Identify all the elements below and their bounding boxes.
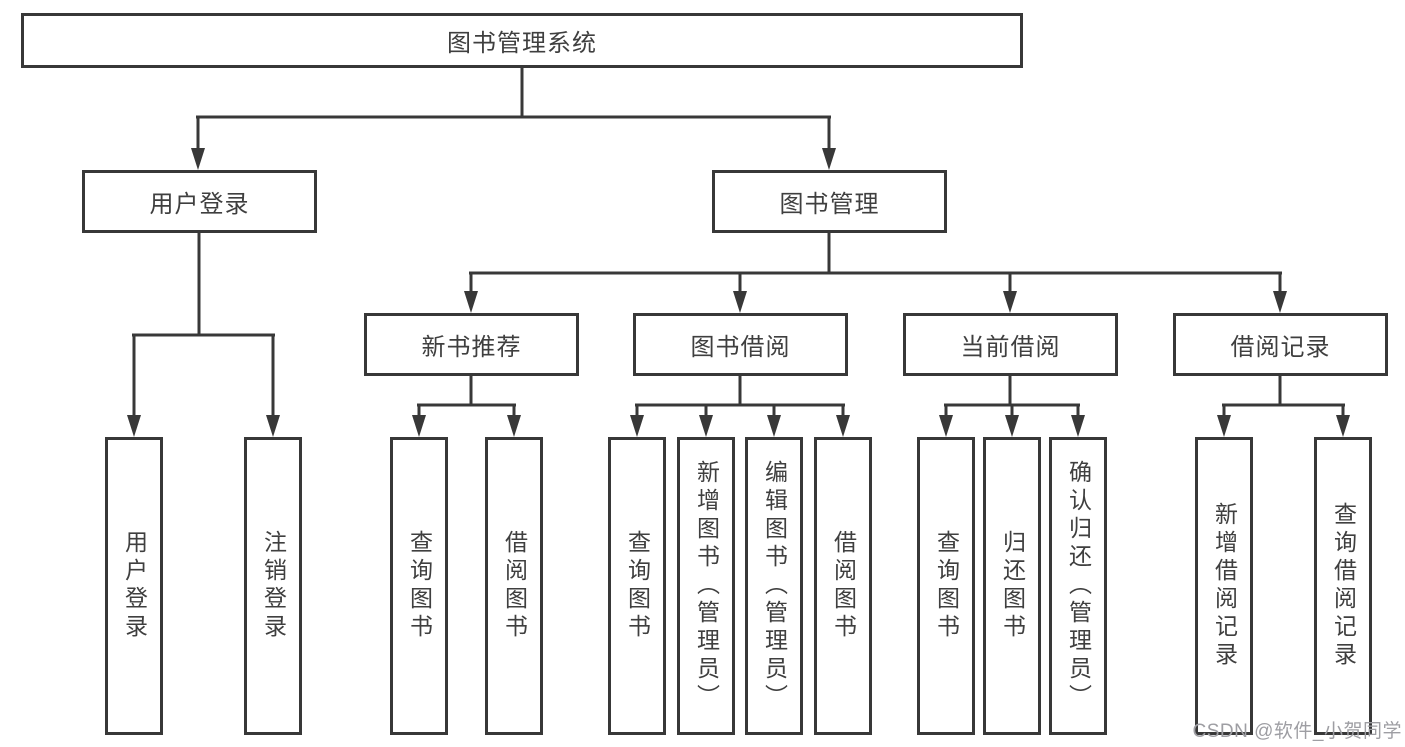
- leaf-borrowing-borrow-books: 借阅图书: [814, 437, 872, 735]
- leaf-borrowing-edit-books-admin: 编辑图书（管理员）: [745, 437, 803, 735]
- leaf-current-return-books: 归还图书: [983, 437, 1041, 735]
- node-book-borrowing: 图书借阅: [633, 313, 848, 376]
- node-book-management: 图书管理: [712, 170, 947, 233]
- leaf-records-add-record: 新增借阅记录: [1195, 437, 1253, 735]
- node-borrowing-records: 借阅记录: [1173, 313, 1388, 376]
- leaf-borrowing-add-books-admin: 新增图书（管理员）: [677, 437, 735, 735]
- node-new-book-recommend: 新书推荐: [364, 313, 579, 376]
- node-root: 图书管理系统: [21, 13, 1023, 68]
- leaf-records-query-record: 查询借阅记录: [1314, 437, 1372, 735]
- leaf-user-login: 用户登录: [105, 437, 163, 735]
- leaf-newbook-query-books: 查询图书: [390, 437, 448, 735]
- csdn-watermark: CSDN @软件_小贺同学: [1192, 721, 1402, 742]
- leaf-current-confirm-return-admin: 确认归还（管理员）: [1049, 437, 1107, 735]
- leaf-logout: 注销登录: [244, 437, 302, 735]
- leaf-newbook-borrow-books: 借阅图书: [485, 437, 543, 735]
- leaf-current-query-books: 查询图书: [917, 437, 975, 735]
- leaf-borrowing-query-books: 查询图书: [608, 437, 666, 735]
- node-current-borrowing: 当前借阅: [903, 313, 1118, 376]
- node-user-login: 用户登录: [82, 170, 317, 233]
